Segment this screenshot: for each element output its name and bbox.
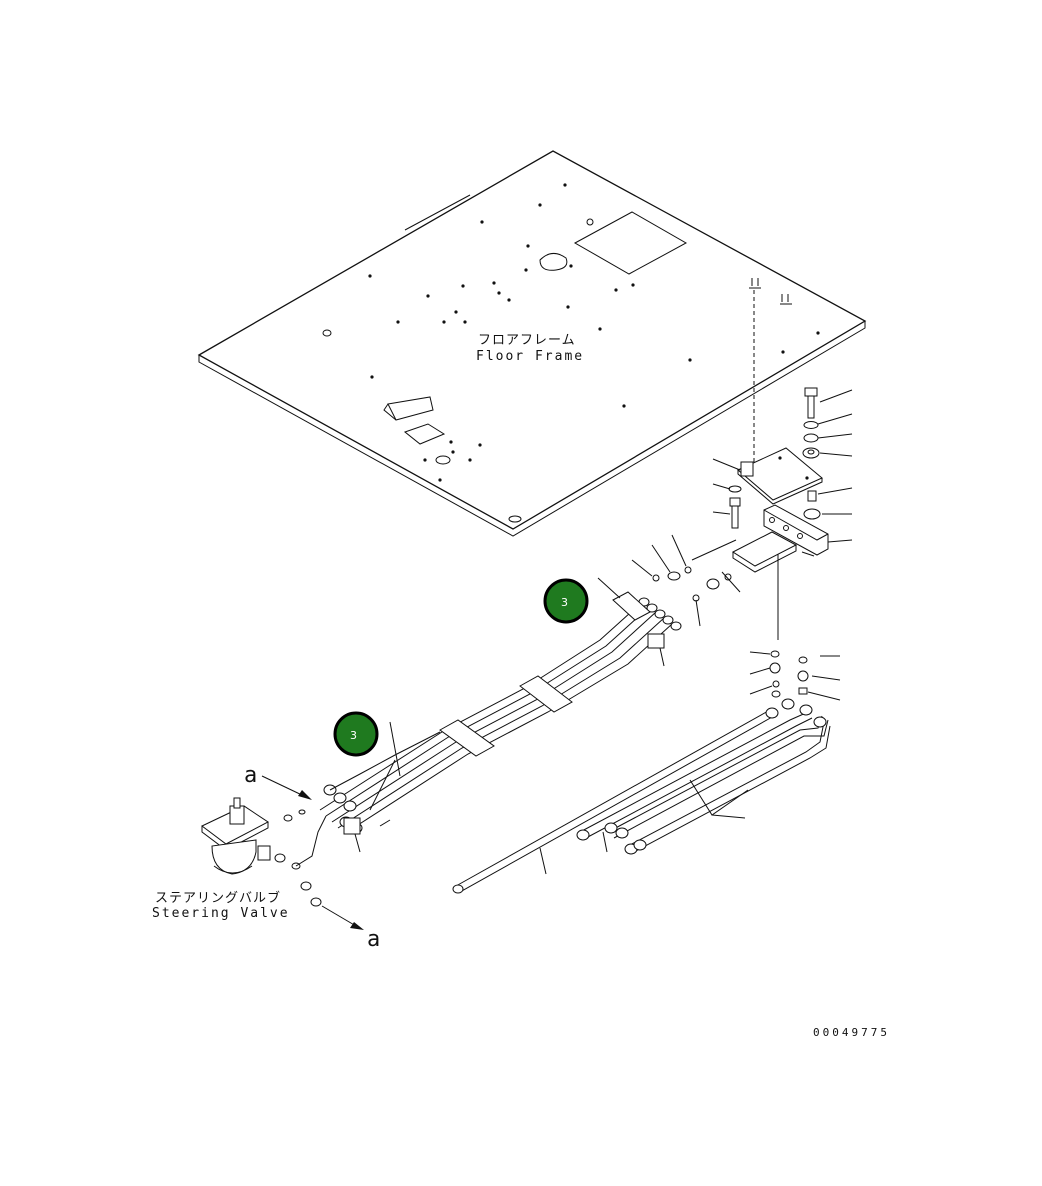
reference-a-bottom: a	[367, 927, 380, 952]
callout-badge-lower: 3	[333, 711, 379, 757]
steering-valve-en-label: Steering Valve	[152, 906, 290, 921]
mounting-bracket-assembly	[728, 387, 829, 640]
callout-badge-upper: 3	[543, 578, 589, 624]
floor-frame-en-label: Floor Frame	[476, 349, 584, 364]
upper-hose-bundle	[319, 577, 682, 853]
steering-valve	[201, 775, 364, 930]
drawing-number: 00049775	[813, 1026, 890, 1039]
reference-a-top: a	[244, 763, 257, 788]
floor-frame-plate	[197, 150, 867, 537]
steering-valve-jp-label: ステアリングバルブ	[155, 890, 281, 906]
callout-badge-lower-number: 3	[350, 729, 357, 742]
callout-badge-upper-number: 3	[561, 596, 568, 609]
callout-leaders-right	[712, 389, 853, 701]
floor-frame-jp-label: フロアフレーム	[478, 333, 576, 348]
lower-hose-bundle	[452, 698, 831, 894]
fittings-middle	[631, 534, 809, 698]
